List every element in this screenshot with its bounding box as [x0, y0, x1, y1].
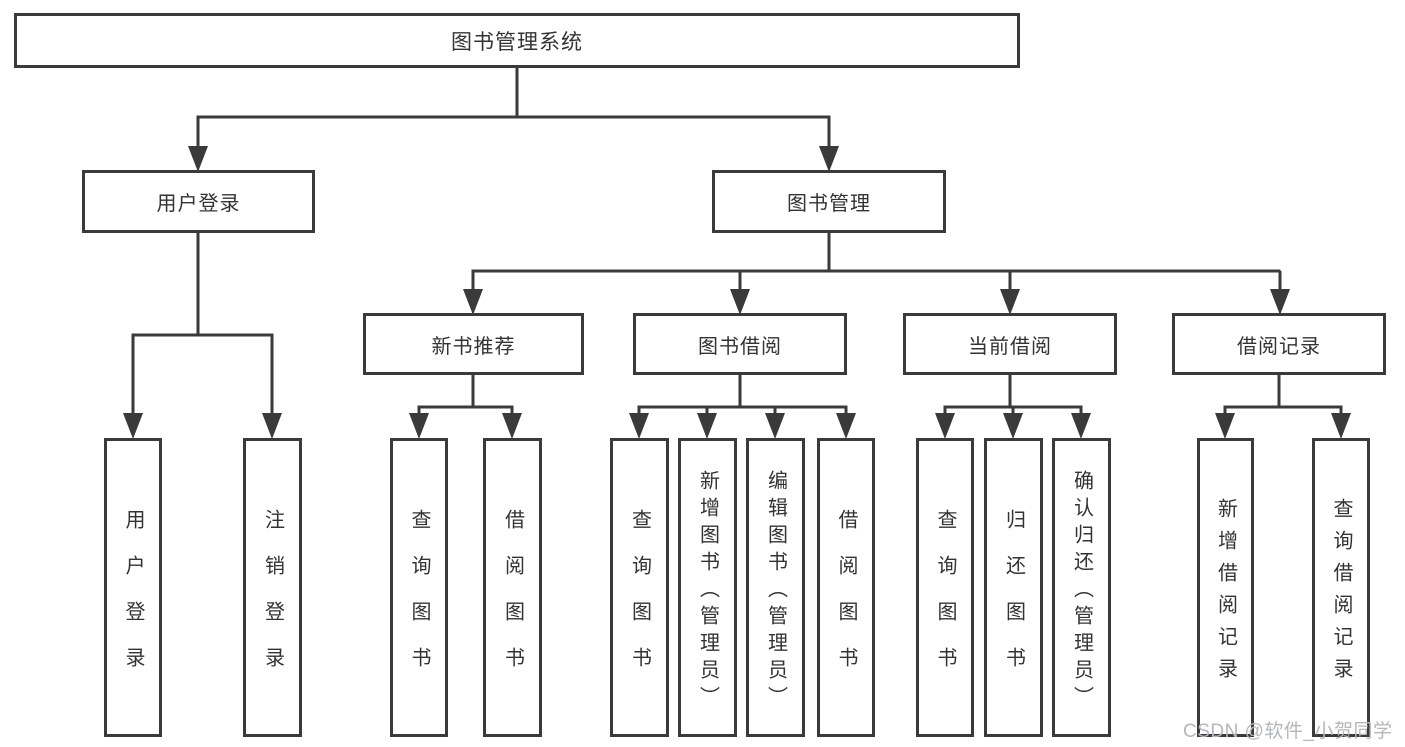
leaf-query-borrow-record: 查询借阅记录: [1312, 438, 1370, 737]
node-label: 编辑图书（管理员）: [764, 469, 787, 713]
leaf-add-borrow-record: 新增借阅记录: [1197, 438, 1254, 737]
node-new-book-recommend: 新书推荐: [363, 313, 584, 375]
node-library-management-system: 图书管理系统: [14, 13, 1020, 68]
node-book-borrowing: 图书借阅: [633, 313, 847, 375]
leaf-add-books-admin: 新增图书（管理员）: [678, 438, 737, 737]
leaf-borrow-books-recommend: 借阅图书: [483, 438, 542, 737]
node-label: 用户登录: [156, 193, 241, 215]
csdn-watermark: CSDN @软件_小贺同学: [1183, 721, 1393, 742]
leaf-query-books-current: 查询图书: [916, 438, 974, 737]
arrowhead-icons: [123, 146, 1351, 439]
node-label: 图书管理系统: [451, 30, 583, 54]
node-label: 新增借阅记录: [1214, 497, 1237, 690]
leaf-query-books-borrowing: 查询图书: [610, 438, 669, 737]
leaf-return-books: 归还图书: [984, 438, 1043, 737]
node-label: 查询借阅记录: [1330, 497, 1352, 690]
node-label: 查询图书: [934, 508, 956, 693]
leaf-borrow-books: 借阅图书: [817, 438, 875, 737]
node-label: 图书借阅: [698, 335, 782, 358]
node-label: 新书推荐: [431, 335, 516, 358]
node-book-management-branch: 图书管理: [712, 170, 946, 233]
node-user-login-branch: 用户登录: [82, 170, 315, 233]
node-label: 借阅记录: [1237, 335, 1321, 358]
leaf-confirm-return-admin: 确认归还（管理员）: [1052, 438, 1111, 737]
leaf-user-login: 用户登录: [104, 438, 162, 737]
node-label: 新增图书（管理员）: [696, 469, 719, 713]
node-label: 确认归还（管理员）: [1070, 469, 1093, 713]
node-label: 查询图书: [628, 508, 651, 693]
leaf-logout: 注销登录: [243, 438, 302, 737]
node-label: 图书管理: [787, 193, 871, 215]
node-label: 当前借阅: [968, 335, 1052, 358]
node-borrowing-records: 借阅记录: [1172, 313, 1386, 375]
node-label: 借阅图书: [835, 508, 857, 693]
node-label: 查询图书: [408, 508, 430, 693]
node-current-borrowing: 当前借阅: [903, 313, 1117, 375]
leaf-edit-books-admin: 编辑图书（管理员）: [746, 438, 805, 737]
node-label: 用户登录: [122, 508, 144, 693]
node-label: 借阅图书: [501, 508, 524, 693]
leaf-query-books-recommend: 查询图书: [390, 438, 448, 737]
node-label: 归还图书: [1002, 508, 1025, 693]
node-label: 注销登录: [261, 508, 284, 693]
